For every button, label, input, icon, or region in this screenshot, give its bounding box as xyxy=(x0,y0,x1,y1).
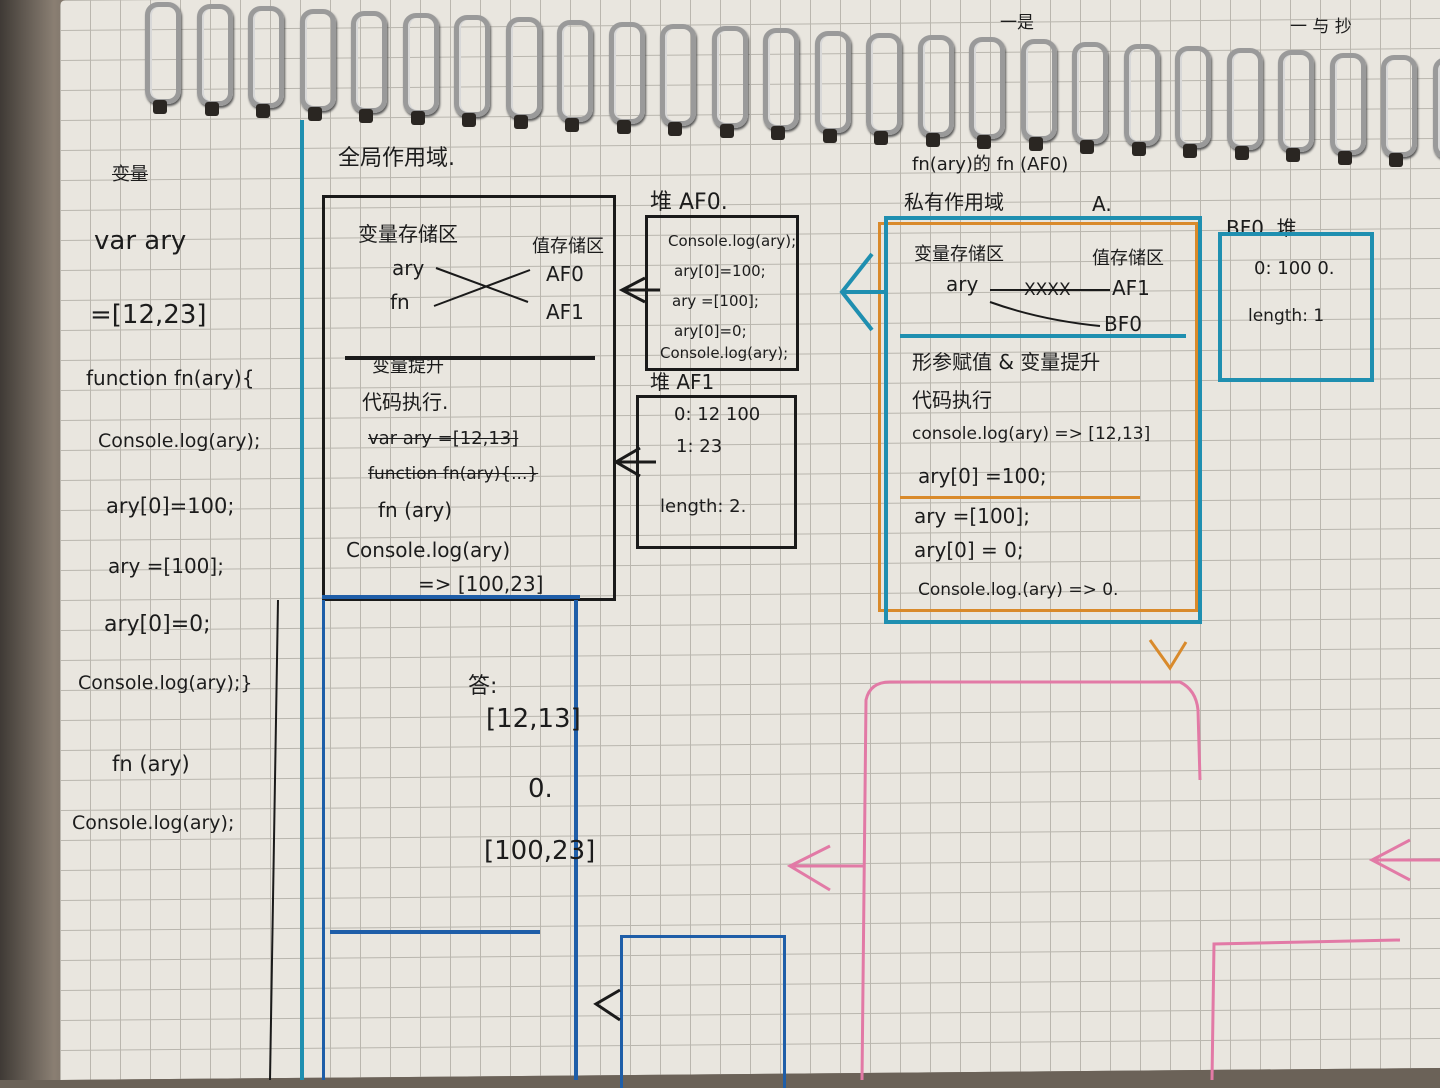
pink-lower-box xyxy=(1212,940,1400,1080)
arrow-af1-icon xyxy=(616,448,656,476)
pink-arrow-left-icon xyxy=(790,846,864,890)
left-dark-line xyxy=(270,600,278,1080)
orange-arrow-icon xyxy=(1150,640,1186,668)
arrow-af0-icon xyxy=(622,278,660,302)
pink-frame xyxy=(862,682,1200,1080)
bottom-arrow-icon xyxy=(596,990,620,1020)
arrow-private-icon xyxy=(842,254,886,330)
pink-arrow-right-icon xyxy=(1372,840,1440,880)
global-fn-link-line xyxy=(434,270,530,306)
global-ary-link-line xyxy=(436,268,528,302)
private-ary-new-line xyxy=(990,302,1100,326)
